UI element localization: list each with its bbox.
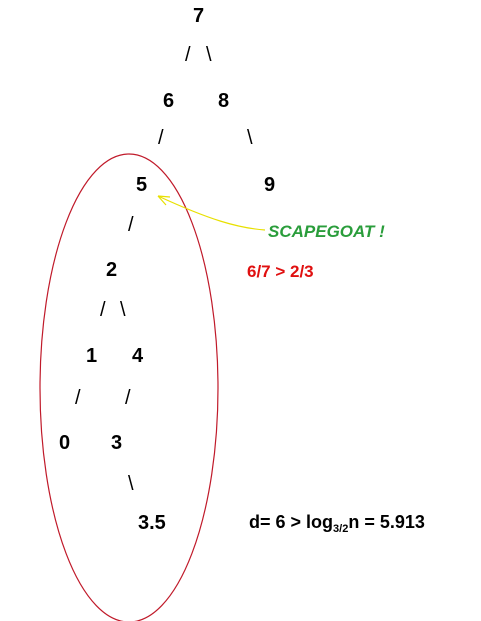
node-4: 4	[132, 345, 144, 367]
edge-1-0: /	[75, 387, 81, 409]
node-1: 1	[86, 345, 98, 367]
edge-5-2: /	[128, 214, 134, 236]
node-8: 8	[218, 90, 230, 112]
depth-formula: d= 6 > log3/2n = 5.913	[249, 512, 425, 535]
edge-6-5: /	[158, 127, 164, 149]
scapegoat-arrow-head	[157, 195, 171, 206]
ratio-label: 6/7 > 2/3	[247, 262, 314, 281]
node-3: 3	[111, 432, 123, 454]
node-0: 0	[59, 432, 71, 454]
edge-7-8: \	[206, 44, 212, 66]
node-2: 2	[106, 259, 118, 281]
formula-suffix: n = 5.913	[348, 512, 425, 532]
edge-8-9: \	[247, 127, 253, 149]
formula-log-base: 3/2	[333, 523, 349, 535]
edge-2-4: \	[120, 299, 126, 321]
edge-4-3: /	[125, 387, 131, 409]
edge-2-1: /	[100, 299, 106, 321]
node-3-5: 3.5	[138, 512, 166, 534]
edge-7-6: /	[185, 44, 191, 66]
subtree-ellipse	[39, 153, 219, 621]
node-9: 9	[264, 174, 276, 196]
scapegoat-arrow	[157, 195, 266, 231]
scapegoat-label: SCAPEGOAT !	[268, 222, 385, 241]
node-6: 6	[163, 90, 175, 112]
node-7: 7	[193, 5, 205, 27]
edge-3-3-5: \	[128, 473, 134, 495]
formula-prefix: d= 6 > log	[249, 512, 334, 532]
node-5: 5	[136, 174, 148, 196]
